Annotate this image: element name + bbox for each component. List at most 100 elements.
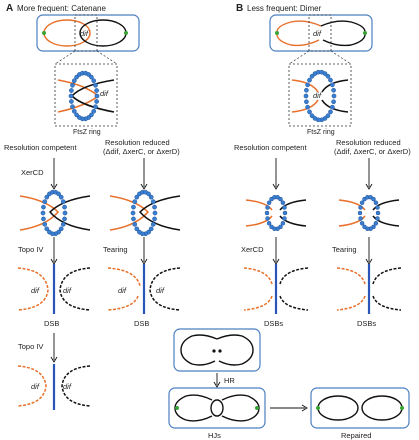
ftsz-bead bbox=[130, 210, 136, 216]
ftsz-bead bbox=[375, 210, 381, 216]
ftsz-bead bbox=[150, 199, 156, 204]
ftsz-bead bbox=[278, 196, 283, 202]
ftsz-bead bbox=[131, 216, 136, 222]
ftsz-bead bbox=[375, 216, 380, 221]
ftsz-bead bbox=[41, 216, 46, 222]
orange-strand bbox=[338, 215, 366, 227]
ftsz-bead bbox=[58, 194, 64, 200]
ftsz-bead bbox=[309, 73, 315, 79]
dif-label: dif bbox=[313, 29, 322, 38]
dif-left-label: dif bbox=[31, 286, 40, 295]
resolution-competent-heading: Resolution competent bbox=[234, 143, 307, 152]
hj-chromosome bbox=[221, 394, 260, 422]
hr-step-label: HR bbox=[224, 376, 235, 385]
arrow-down bbox=[365, 237, 373, 265]
ftsz-bead bbox=[266, 221, 272, 226]
xercd-step-label: XerCD bbox=[241, 245, 264, 254]
ftsz-bead bbox=[269, 224, 274, 230]
dif-site-marker bbox=[363, 31, 367, 35]
dif-site-marker bbox=[175, 406, 179, 410]
ftsz-bead bbox=[68, 93, 74, 99]
ftsz-bead bbox=[70, 82, 75, 88]
dsbs-outcome-label: DSBs bbox=[357, 319, 376, 328]
ftsz-bead bbox=[359, 221, 365, 226]
ftsz-bead bbox=[69, 88, 74, 93]
ftsz-bead bbox=[280, 221, 286, 226]
ftsz-bead bbox=[152, 216, 157, 222]
ftsz-bead bbox=[303, 93, 309, 99]
ftsz-bead bbox=[94, 88, 99, 93]
repaired-chromosome bbox=[361, 395, 403, 421]
tearing-step-label: Tearing bbox=[103, 245, 128, 254]
ftsz-bead bbox=[93, 82, 98, 88]
ftsz-ring bbox=[130, 189, 158, 237]
ftsz-bead bbox=[322, 71, 328, 76]
ftsz-bead bbox=[132, 199, 138, 204]
arrow-down bbox=[365, 158, 373, 190]
holliday-junction bbox=[210, 399, 224, 417]
ftsz-bead bbox=[307, 109, 312, 115]
dimer-chromosome-black bbox=[320, 20, 366, 47]
ftsz-bead bbox=[331, 93, 337, 99]
ftsz-bead bbox=[137, 229, 142, 235]
ftsz-bead bbox=[282, 205, 287, 210]
arrow-right bbox=[270, 404, 308, 412]
ftsz-bead bbox=[357, 210, 363, 216]
topo-iv-step-label: Topo IV bbox=[18, 245, 43, 254]
ftsz-bead bbox=[58, 226, 64, 232]
orange-chromosome-half bbox=[243, 295, 273, 311]
orange-chromosome-half bbox=[336, 295, 366, 311]
black-chromosome-half bbox=[61, 365, 91, 407]
arrow-down bbox=[140, 237, 148, 265]
orange-strand bbox=[338, 199, 366, 211]
panel-a-letter: A bbox=[6, 3, 13, 14]
zoom-box bbox=[54, 63, 118, 127]
ftsz-bead bbox=[280, 200, 286, 205]
dif-zoom-label: dif bbox=[313, 91, 322, 100]
ftsz-bead bbox=[94, 93, 100, 99]
ftsz-bead bbox=[282, 210, 288, 216]
black-strand bbox=[372, 215, 400, 227]
ftsz-bead bbox=[362, 224, 367, 230]
orange-chromosome-half bbox=[107, 267, 141, 287]
dif-right-label: dif bbox=[63, 286, 72, 295]
ftsz-ring bbox=[68, 70, 100, 122]
dimer-cell-box bbox=[173, 328, 261, 372]
ftsz-bead bbox=[132, 222, 138, 227]
hj-cell-box bbox=[168, 387, 266, 429]
ftsz-bead bbox=[41, 204, 46, 210]
ftsz-bead bbox=[60, 199, 66, 204]
ftsz-bead bbox=[91, 108, 97, 114]
resolution-reduced-heading: Resolution reduced bbox=[336, 138, 401, 147]
resolution-reduced-subheading: (Δdif, ΔxerC, or ΔxerD) bbox=[334, 147, 411, 156]
ftsz-bead bbox=[91, 78, 97, 84]
repaired-chromosome bbox=[317, 395, 359, 421]
ftsz-bead bbox=[42, 199, 48, 204]
ftsz-ring bbox=[264, 194, 288, 232]
zoom-guide-line bbox=[96, 50, 118, 65]
black-chromosome-half bbox=[149, 267, 181, 311]
repaired-label: Repaired bbox=[341, 431, 371, 440]
ftsz-ring bbox=[303, 69, 337, 123]
black-strand bbox=[279, 199, 307, 211]
ftsz-bead bbox=[94, 99, 99, 104]
ftsz-bead bbox=[375, 205, 380, 210]
black-strand bbox=[372, 199, 400, 211]
dif-site-marker bbox=[255, 406, 259, 410]
zoom-guide-line bbox=[54, 50, 76, 65]
orange-chromosome-half bbox=[17, 365, 47, 407]
ftsz-bead bbox=[330, 82, 335, 88]
ftsz-bead bbox=[60, 222, 66, 227]
orange-chromosome-half bbox=[17, 267, 49, 311]
orange-chromosome-half bbox=[107, 295, 139, 311]
ftsz-bead bbox=[328, 109, 333, 115]
dif-site-marker bbox=[316, 406, 320, 410]
dif-site-marker bbox=[400, 406, 404, 410]
black-chromosome-half bbox=[372, 267, 402, 285]
tearing-step-label: Tearing bbox=[332, 245, 357, 254]
ftsz-bead bbox=[331, 99, 336, 105]
dif-site-marker bbox=[42, 31, 46, 35]
ftsz-bead bbox=[305, 104, 310, 110]
panel-a: A More frequent: Catenane dif dif FtsZ r… bbox=[4, 3, 180, 410]
orange-strand bbox=[19, 195, 60, 231]
